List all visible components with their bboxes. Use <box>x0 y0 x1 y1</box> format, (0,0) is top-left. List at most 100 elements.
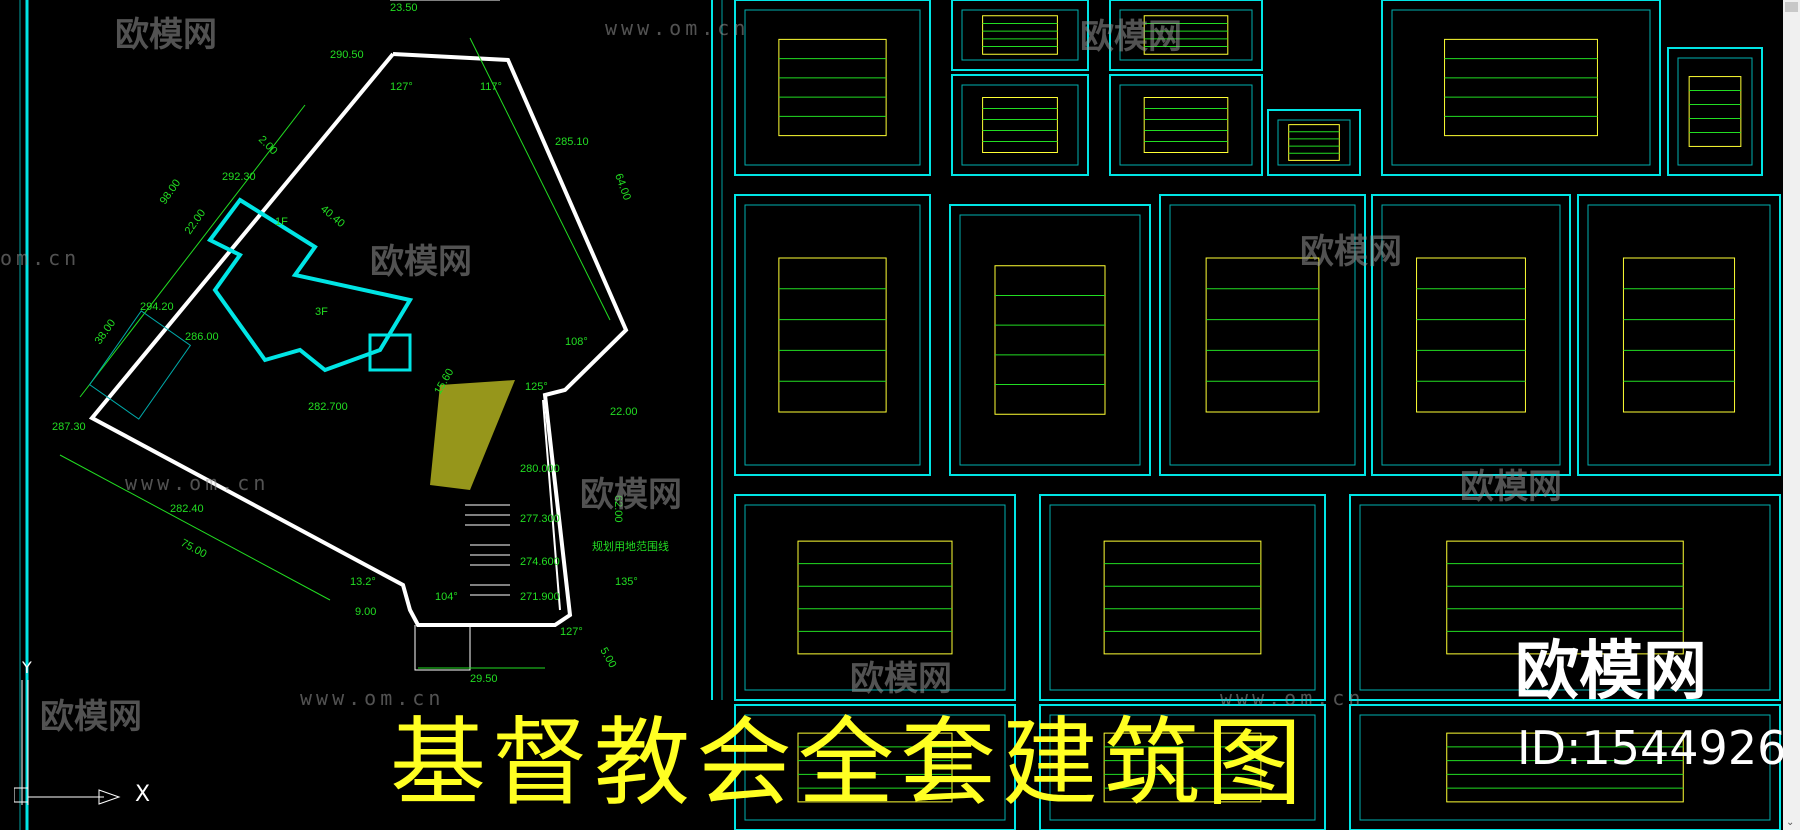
sheet-frame <box>1109 0 1263 71</box>
drawing-outline <box>1143 15 1229 55</box>
dim-label: 280.000 <box>520 463 560 475</box>
drawing-sheet <box>951 74 1089 176</box>
watermark-url: www.om.cn <box>125 471 270 495</box>
dim-label: 75.00 <box>179 537 209 561</box>
drawing-outline <box>1688 76 1742 147</box>
dim-label: 286.00 <box>185 331 219 343</box>
dim-label: 5.00 <box>597 646 618 671</box>
sheet-frame <box>951 0 1089 71</box>
watermark: 欧模网 <box>40 697 142 737</box>
drawing-outline <box>994 265 1106 415</box>
sheet-inner-frame <box>1277 119 1351 166</box>
dim-label: 125° <box>525 381 548 393</box>
drawing-sheet <box>734 0 931 176</box>
document-id: ID:1544926 <box>1517 721 1787 775</box>
site-plan: 290.50 23.50 127° 117° 285.10 64.00 2.00… <box>52 0 669 685</box>
sheet-inner-frame <box>1381 204 1561 466</box>
sheet-frame <box>1039 704 1326 830</box>
drawing-outline <box>1446 732 1684 803</box>
drawing-outline <box>1416 257 1526 413</box>
sheet-frame <box>949 204 1151 476</box>
dim-label: 135° <box>615 576 638 588</box>
drawing-outline <box>982 15 1058 55</box>
sheet-inner-frame <box>959 214 1141 466</box>
sheet-frame <box>1371 194 1571 476</box>
drawing-sheet <box>734 704 1016 830</box>
sheet-inner-frame <box>1169 204 1356 466</box>
sheet-inner-frame <box>744 9 921 166</box>
sheet-frame <box>1349 704 1781 830</box>
drawing-sheet <box>1039 704 1326 830</box>
watermark-url: www.om.cn <box>1220 686 1365 710</box>
sheet-frame <box>951 74 1089 176</box>
drawing-sheets <box>734 0 1781 830</box>
drawing-sheet <box>1109 74 1263 176</box>
sheet-frame <box>1159 194 1366 476</box>
dim-label: 271.900 <box>520 591 560 603</box>
dim-label: 282.40 <box>170 503 204 515</box>
dim-label: 290.50 <box>330 49 364 61</box>
dim-label: 98.00 <box>158 177 184 206</box>
sheet-frame <box>734 494 1016 701</box>
drawing-outline <box>1622 257 1736 413</box>
dim-label: 274.600 <box>520 556 560 568</box>
drawing-sheet <box>1371 194 1571 476</box>
drawing-sheet <box>734 194 931 476</box>
drawing-sheet <box>1267 109 1361 176</box>
dim-label: 62.00 <box>612 495 624 523</box>
watermark-url: www.om.cn <box>300 686 445 710</box>
scroll-down-icon[interactable]: ⌄ <box>1786 817 1795 828</box>
dim-label: 282.700 <box>308 401 348 413</box>
room-label: 3F <box>315 306 328 318</box>
sheet-inner-frame <box>961 9 1079 61</box>
sheet-inner-frame <box>744 504 1006 691</box>
drawing-outline <box>1444 38 1598 137</box>
drawing-outline <box>778 257 887 413</box>
drawing-outline <box>1143 97 1229 153</box>
dim-label: 104° <box>435 591 458 603</box>
boundary-label: 规划用地范围线 <box>592 539 669 553</box>
sheet-inner-frame <box>961 84 1079 166</box>
drawing-outline <box>1103 540 1262 655</box>
dim-label: 108° <box>565 336 588 348</box>
dim-label: 117° <box>480 81 502 93</box>
vertical-scrollbar[interactable]: ⌄ <box>1783 0 1800 830</box>
page-title: 基督教会全套建筑图 <box>390 707 1308 819</box>
watermark: 欧模网 <box>1080 17 1182 57</box>
dim-label: 64.00 <box>612 172 633 202</box>
dim-label: 13.2° <box>350 576 376 588</box>
sheet-frame <box>1667 47 1763 176</box>
drawing-outline <box>1205 257 1320 413</box>
watermark: 欧模网 <box>850 659 952 699</box>
drawing-sheet <box>1159 194 1366 476</box>
watermark: 欧模网 <box>1300 232 1402 272</box>
dim-label: 40.40 <box>318 203 347 230</box>
ucs-x-label: X <box>135 782 151 807</box>
dim-label: 127° <box>560 626 583 638</box>
drawing-sheet <box>734 494 1016 701</box>
ucs-icon <box>14 680 121 805</box>
watermark: 欧模网 <box>1460 467 1562 507</box>
sheet-frame <box>734 704 1016 830</box>
sheet-inner-frame <box>1587 204 1771 466</box>
dim-label: 277.300 <box>520 513 560 525</box>
sheet-inner-frame <box>1359 714 1771 821</box>
sheet-inner-frame <box>1049 504 1316 691</box>
drawing-outline <box>778 38 887 137</box>
drawing-sheet <box>1381 0 1661 176</box>
dim-label: 292.30 <box>222 171 256 183</box>
drawing-sheet <box>1039 494 1326 701</box>
drawing-sheet <box>1349 704 1781 830</box>
sheet-inner-frame <box>744 714 1006 821</box>
sheet-frame <box>1349 494 1781 701</box>
watermark: 欧模网 <box>580 475 682 515</box>
dim-label: 22.00 <box>183 207 209 236</box>
dim-label: 294.20 <box>140 301 174 313</box>
scrollbar-thumb[interactable] <box>1785 2 1798 12</box>
brand-watermark: 欧模网 <box>1515 635 1707 709</box>
sheet-frame <box>1577 194 1781 476</box>
sheet-inner-frame <box>744 204 921 466</box>
sheet-inner-frame <box>1391 9 1651 166</box>
dim-label: 287.30 <box>52 421 86 433</box>
